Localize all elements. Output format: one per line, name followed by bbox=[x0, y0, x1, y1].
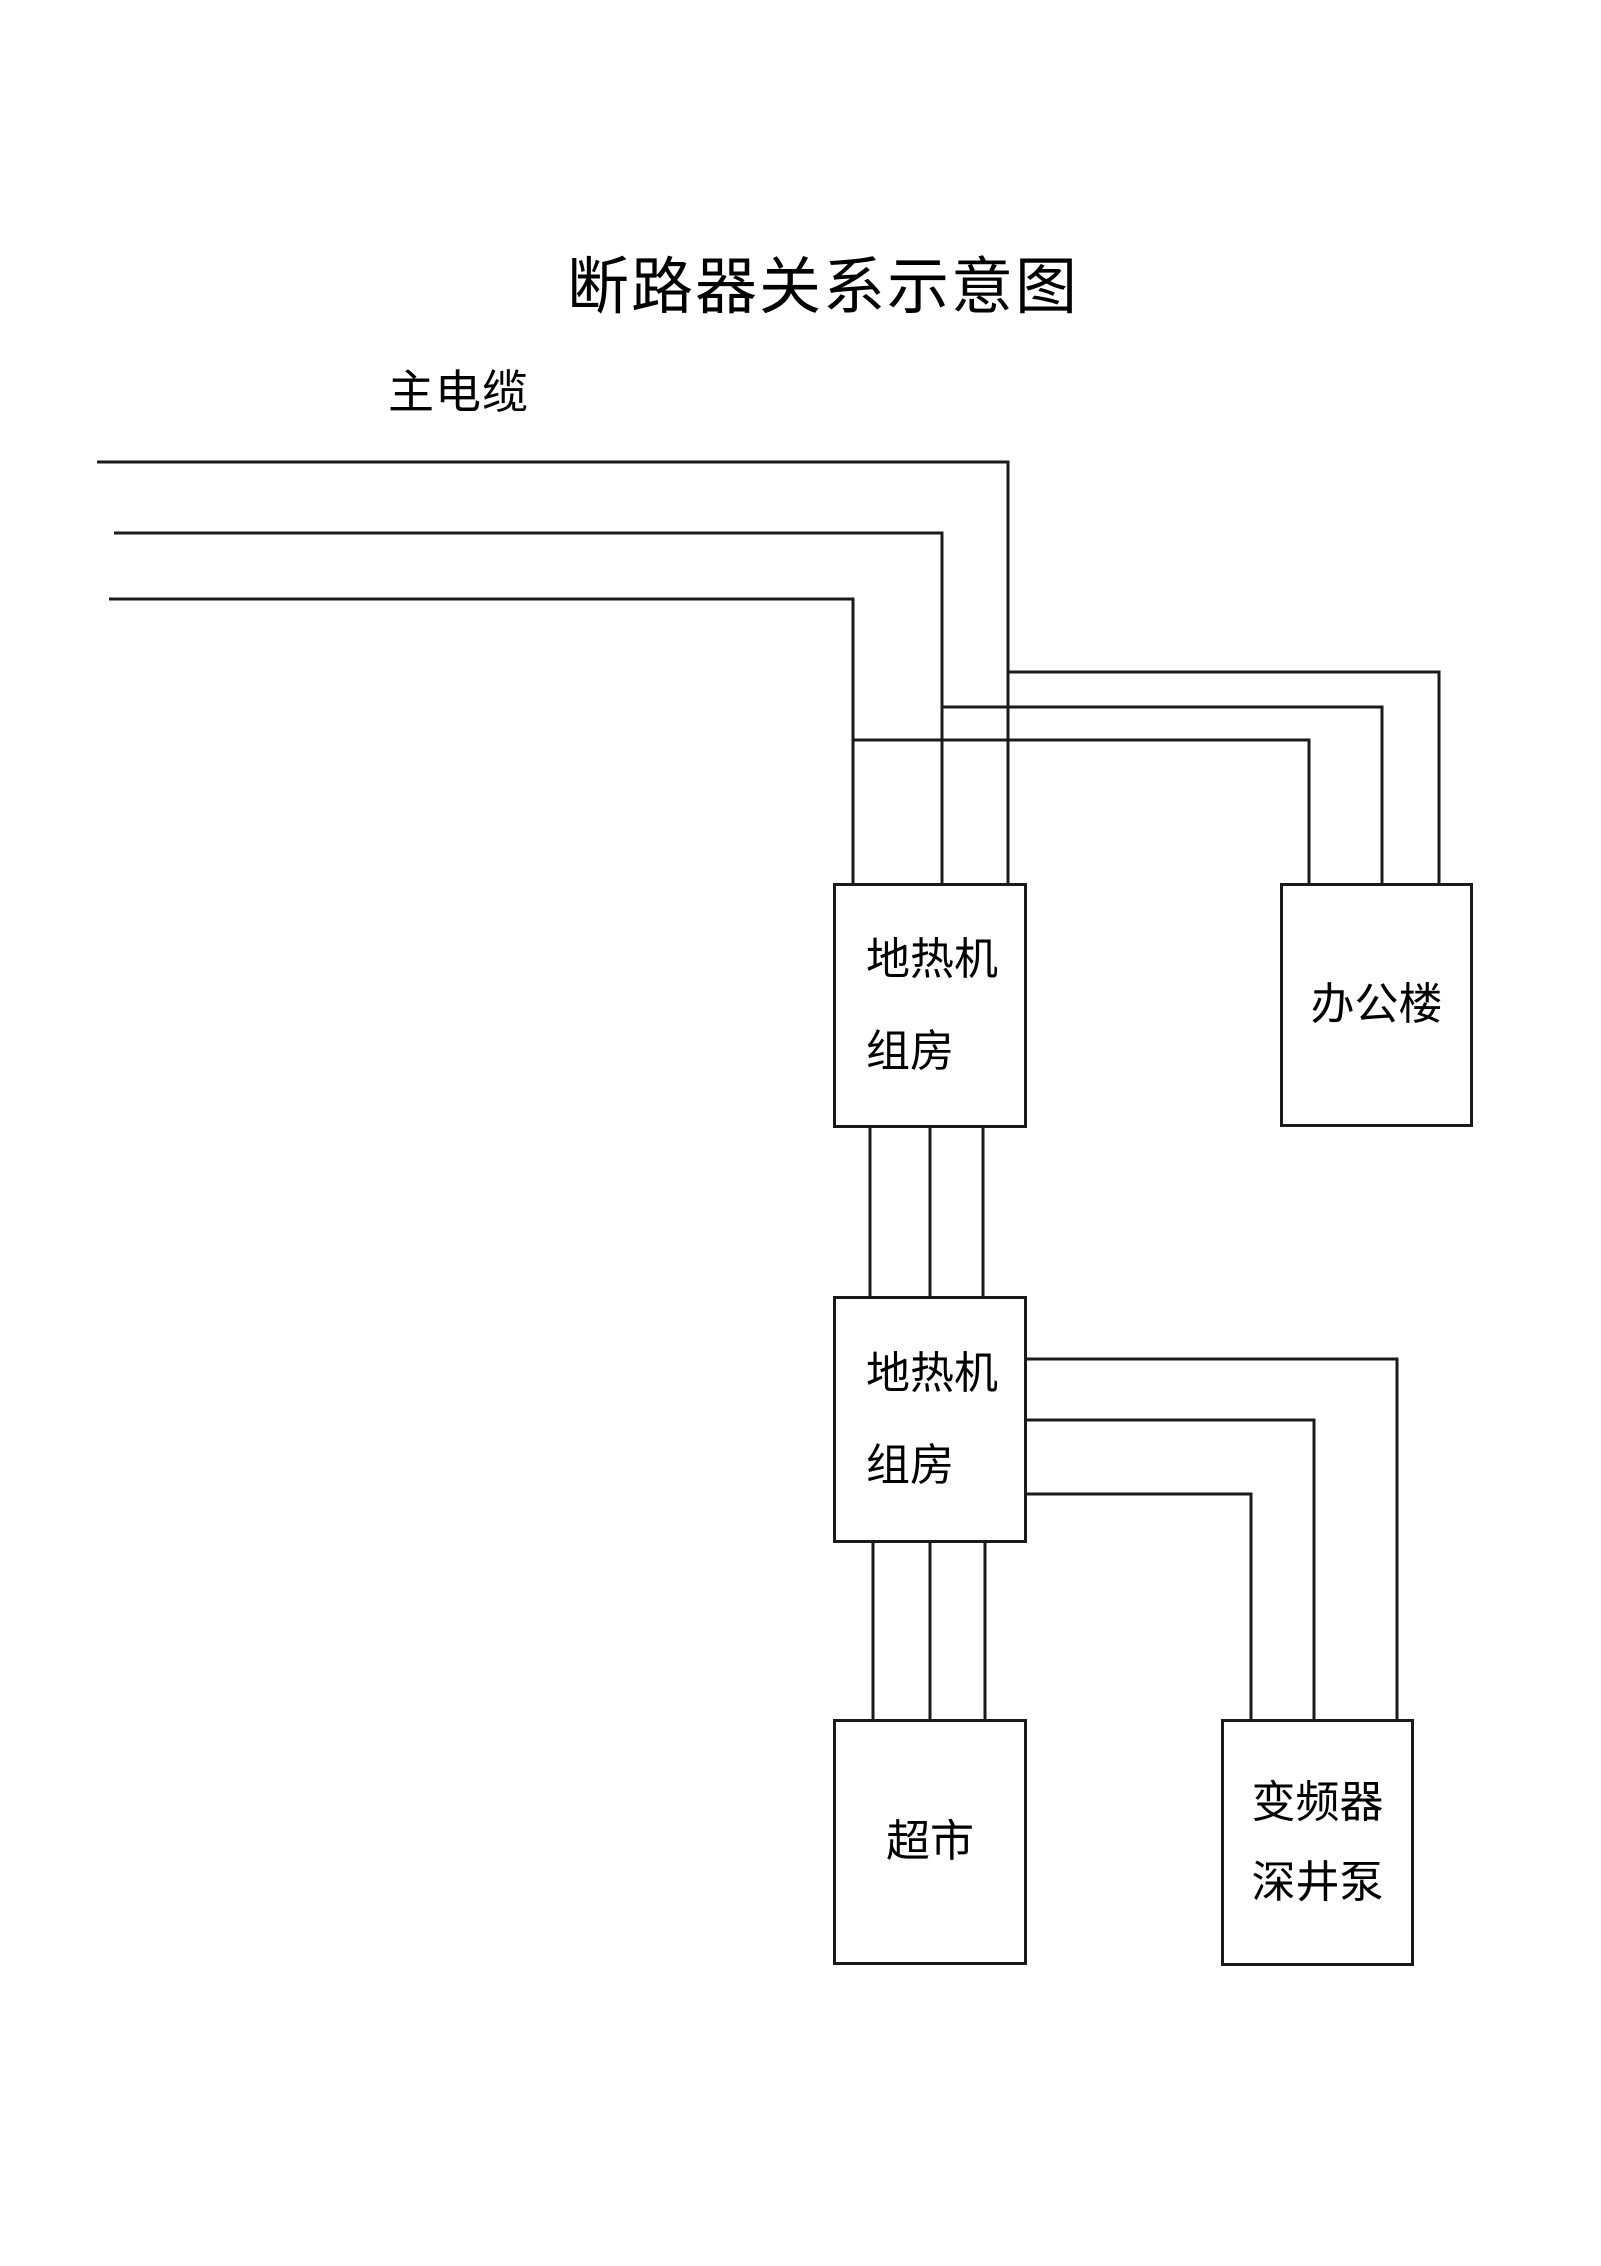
cable-line-3 bbox=[109, 597, 855, 883]
node-label: 超市 bbox=[886, 1817, 974, 1866]
node-label: 办公楼 bbox=[1310, 980, 1443, 1029]
node-geothermal-unit-room-1: 地热机 组房 bbox=[833, 883, 1027, 1128]
main-cable-label: 主电缆 bbox=[388, 367, 529, 418]
geo2-pump-connector-2 bbox=[1027, 1418, 1316, 1730]
node-label: 地热机 bbox=[866, 1348, 998, 1398]
node-inverter-deep-well-pump: 变频器 深井泵 bbox=[1221, 1719, 1414, 1966]
node-label: 深井泵 bbox=[1251, 1857, 1384, 1907]
cable-line-2-branch-office bbox=[942, 705, 1384, 883]
cable-line-3-branch-office bbox=[853, 738, 1311, 883]
node-supermarket: 超市 bbox=[833, 1719, 1027, 1965]
node-label: 地热机 bbox=[866, 934, 998, 984]
cable-line-2 bbox=[114, 531, 944, 883]
node-label: 组房 bbox=[866, 1026, 954, 1076]
geo2-pump-connector-1 bbox=[1027, 1357, 1399, 1719]
node-geothermal-unit-room-2: 地热机 组房 bbox=[833, 1296, 1027, 1543]
geo2-pump-connector-3 bbox=[1027, 1492, 1253, 1719]
cable-line-1 bbox=[97, 460, 1010, 883]
cable-line-1-branch-office bbox=[1008, 670, 1441, 883]
node-office-building: 办公楼 bbox=[1280, 883, 1473, 1127]
node-label: 组房 bbox=[866, 1440, 954, 1490]
diagram-title: 断路器关系示意图 bbox=[566, 254, 1079, 322]
node-label: 变频器 bbox=[1251, 1777, 1384, 1827]
